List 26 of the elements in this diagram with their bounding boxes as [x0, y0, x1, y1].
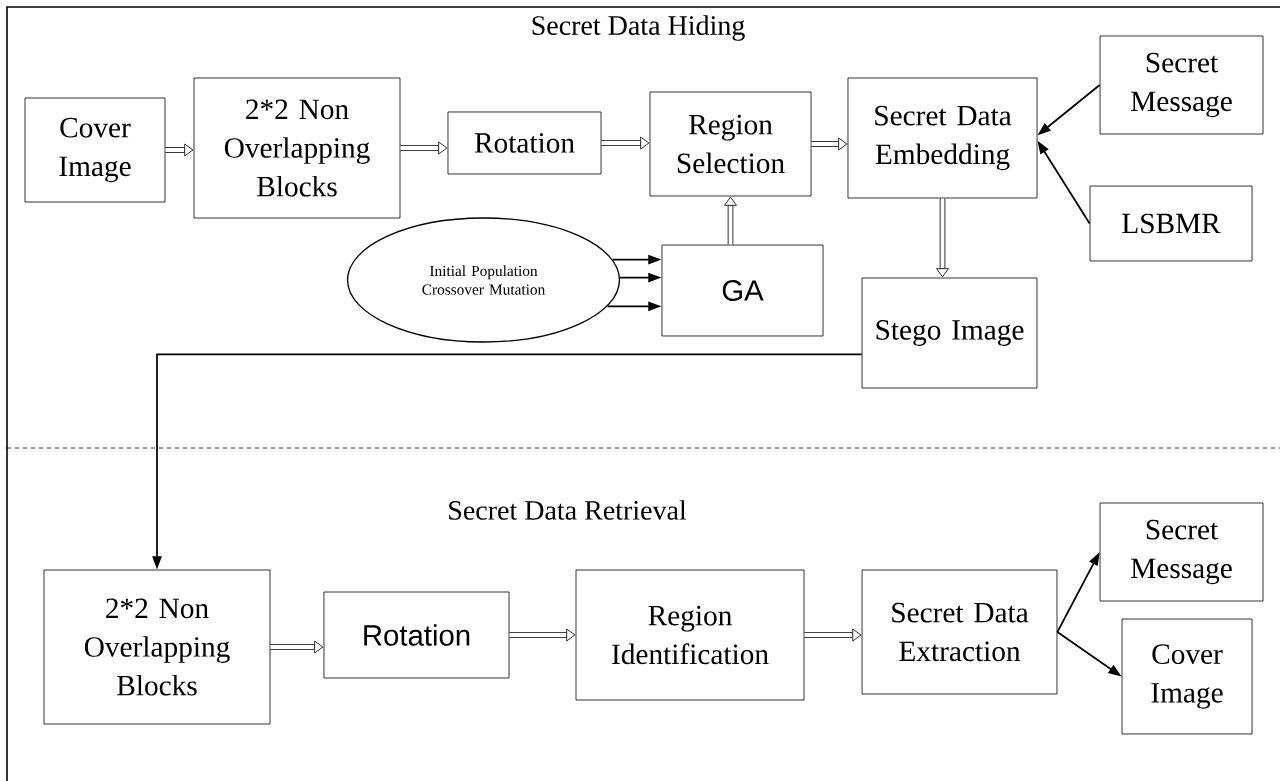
process-box: Secret Data Embedding — [847, 77, 1038, 199]
hollow-arrow — [724, 196, 737, 245]
hollow-arrow — [811, 137, 848, 151]
hollow-arrow — [400, 141, 448, 155]
process-box: LSBMR — [1089, 185, 1253, 262]
process-box: Region Selection — [649, 91, 812, 197]
process-box: Secret Message — [1099, 502, 1264, 602]
hollow-arrow — [509, 628, 576, 642]
section-heading: Secret Data Retrieval — [449, 500, 687, 520]
process-box: Region Identification — [575, 569, 805, 701]
hollow-arrow — [936, 198, 949, 278]
hollow-arrow — [804, 628, 862, 642]
process-box: Rotation — [447, 111, 602, 175]
process-box: Secret Message — [1099, 35, 1264, 135]
process-box: 2*2 Non Overlapping Blocks — [193, 77, 401, 219]
process-box: Secret Data Extraction — [861, 569, 1058, 695]
hollow-arrow — [601, 136, 650, 150]
process-box: Cover Image — [1121, 618, 1253, 735]
section-heading: Secret Data Hiding — [532, 15, 745, 41]
hollow-arrow — [270, 640, 324, 654]
process-box: Cover Image — [24, 97, 166, 203]
process-box: GA — [661, 244, 824, 337]
process-box: 2*2 Non Overlapping Blocks — [43, 569, 271, 725]
process-box: Stego Image — [861, 277, 1038, 389]
hollow-arrow — [165, 143, 194, 157]
process-box: Rotation — [323, 591, 510, 679]
